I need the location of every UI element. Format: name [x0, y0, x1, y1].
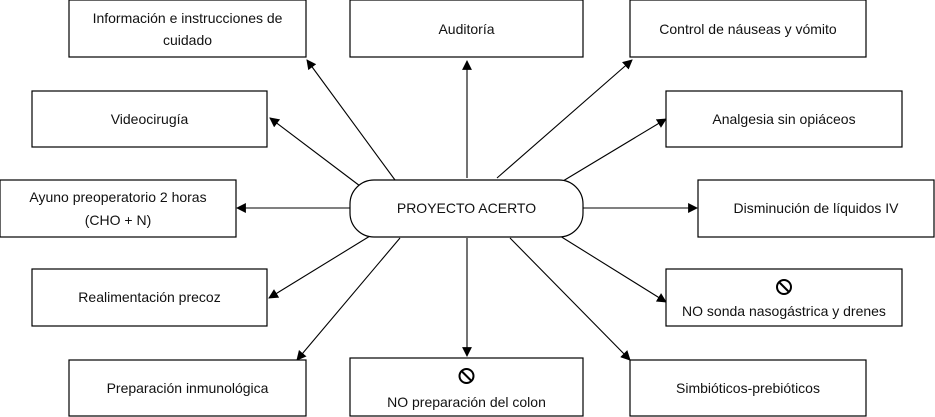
node-fasting: Ayuno preoperatorio 2 horas (CHO + N): [0, 179, 237, 238]
node-info-care-line2: cuidado: [163, 32, 212, 48]
node-info-care-line1: Información e instrucciones de: [93, 10, 283, 26]
edge-info-care: [306, 59, 396, 181]
node-symbiotics-label: Simbióticos-prebióticos: [676, 380, 820, 396]
node-no-colon-label: NO preparación del colon: [387, 394, 546, 410]
node-audit: Auditoría: [349, 0, 584, 58]
center-label: PROYECTO ACERTO: [397, 200, 536, 216]
node-nausea: Control de náuseas y vómito: [629, 0, 867, 58]
node-iv-fluids: Disminución de líquidos IV: [697, 179, 935, 238]
node-early-feeding: Realimentación precoz: [31, 268, 268, 327]
edge-symbiotics: [509, 237, 631, 361]
node-no-tube: NO sonda nasogástrica y drenes: [665, 268, 903, 327]
edge-video-surgery: [269, 117, 361, 187]
node-info-care: Información e instrucciones de cuidado: [68, 0, 307, 58]
node-video-surgery-label: Videocirugía: [111, 111, 189, 127]
edge-no-tube: [559, 235, 667, 303]
center-node: PROYECTO ACERTO: [349, 179, 584, 238]
node-fasting-line2: (CHO + N): [85, 212, 152, 228]
node-fasting-line1: Ayuno preoperatorio 2 horas: [29, 189, 206, 205]
edge-immuno: [296, 237, 401, 361]
node-video-surgery: Videocirugía: [31, 90, 268, 148]
edges: [236, 59, 698, 361]
node-audit-label: Auditoría: [438, 21, 494, 37]
node-immuno-label: Preparación inmunológica: [107, 380, 269, 396]
node-immuno: Preparación inmunológica: [68, 359, 307, 417]
node-symbiotics: Simbióticos-prebióticos: [629, 359, 867, 417]
node-no-tube-label: NO sonda nasogástrica y drenes: [682, 303, 886, 319]
prohibited-icon: [458, 368, 475, 384]
node-analgesia-label: Analgesia sin opiáceos: [712, 111, 855, 127]
node-early-feeding-label: Realimentación precoz: [78, 289, 220, 305]
edge-nausea: [496, 59, 633, 179]
prohibited-icon: [776, 279, 792, 295]
edge-early-feeding: [268, 235, 371, 299]
edge-analgesia: [557, 118, 667, 185]
node-nausea-label: Control de náuseas y vómito: [659, 21, 837, 37]
node-iv-fluids-label: Disminución de líquidos IV: [734, 200, 900, 216]
node-no-colon: NO preparación del colon: [349, 357, 584, 417]
node-analgesia: Analgesia sin opiáceos: [665, 90, 903, 148]
